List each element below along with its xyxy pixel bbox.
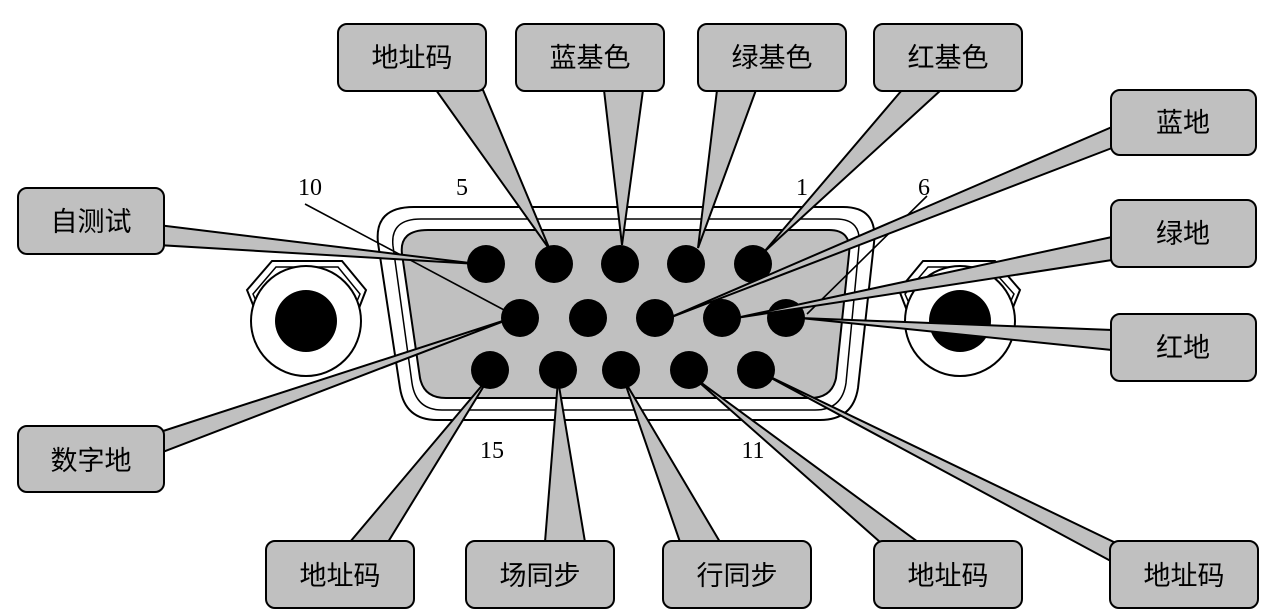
pin-number-15: 15	[480, 438, 504, 464]
pin-5	[467, 245, 505, 283]
label-bottom-2: 场同步	[500, 561, 581, 592]
callout-bottom-1: 地址码	[265, 375, 491, 609]
callout-right-3: 红地	[799, 313, 1257, 382]
callout-left-2: 数字地	[17, 317, 513, 493]
pin-1	[734, 245, 772, 283]
callout-bottom-4: 地址码	[691, 375, 1023, 609]
label-right-1: 蓝地	[1156, 108, 1210, 139]
callout-bottom-3: 行同步	[623, 379, 812, 609]
callout-top-2: 蓝基色	[515, 23, 665, 246]
pin-9	[569, 299, 607, 337]
pin-number-5: 5	[456, 175, 468, 201]
label-left-2: 数字地	[51, 446, 132, 477]
callout-right-1: 蓝地	[663, 89, 1257, 321]
callout-bottom-5: 地址码	[759, 371, 1259, 609]
pin-number-6: 6	[918, 175, 930, 201]
pin-10	[501, 299, 539, 337]
left-mount-nut	[245, 260, 368, 377]
callout-left-1: 自测试	[17, 187, 479, 265]
pin-13	[602, 351, 640, 389]
pin-12	[670, 351, 708, 389]
pin-7	[703, 299, 741, 337]
callout-top-4: 红基色	[763, 23, 1023, 253]
label-bottom-4: 地址码	[908, 561, 989, 592]
pin-4	[535, 245, 573, 283]
pin-number-10: 10	[298, 175, 322, 201]
label-right-2: 绿地	[1156, 219, 1210, 250]
callout-right-2: 绿地	[735, 199, 1257, 319]
pin-11	[737, 351, 775, 389]
label-right-3: 红地	[1156, 333, 1210, 364]
label-top-3: 绿基色	[732, 43, 813, 74]
callout-top-3: 绿基色	[697, 23, 847, 249]
pin-2	[667, 245, 705, 283]
label-top-1: 地址码	[372, 43, 453, 74]
label-top-4: 红基色	[908, 43, 989, 74]
pin-15	[471, 351, 509, 389]
callout-bottom-2: 场同步	[465, 379, 615, 609]
label-top-2: 蓝基色	[550, 43, 631, 74]
label-bottom-3: 行同步	[697, 561, 778, 592]
pin-8	[636, 299, 674, 337]
label-left-1: 自测试	[51, 207, 132, 238]
label-bottom-1: 地址码	[300, 561, 381, 592]
pin-14	[539, 351, 577, 389]
callout-top-1: 地址码	[337, 23, 551, 251]
label-bottom-5: 地址码	[1144, 561, 1225, 592]
pin-number-11: 11	[741, 438, 764, 464]
pin-number-1: 1	[796, 175, 808, 201]
pin-3	[601, 245, 639, 283]
